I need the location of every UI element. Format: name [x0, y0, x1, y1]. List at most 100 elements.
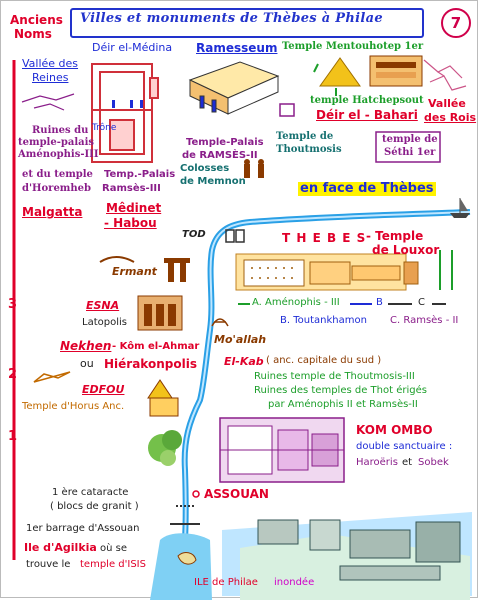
el-kab-note: ( anc. capitale du sud ) [266, 355, 382, 366]
moallah-label: Mo'allah [214, 333, 267, 346]
agilkia-label: Ile d'Agilkia [24, 541, 97, 554]
luxor-dots [251, 267, 293, 279]
vallee-rois-1: Vallée [428, 97, 466, 110]
hierakonpolis-label: Hiérakonpolis [104, 357, 197, 371]
barrage-label: 1er barrage d'Assouan [26, 523, 140, 534]
mentouhotep-label: Temple Mentouhotep 1er [282, 41, 424, 52]
queens-valley-icon [21, 93, 75, 111]
edfou-label: EDFOU [82, 383, 125, 396]
vallee-reines-1: Vallée des [22, 57, 79, 70]
ramesseum-label: Ramesseum [196, 41, 278, 55]
anciens-label: Anciens [10, 13, 63, 27]
vallee-rois-2: des Rois [424, 111, 477, 124]
hatchepsout-label: temple Hatchepsout [310, 95, 424, 106]
valley-lines-icon [423, 59, 467, 91]
philae-label: ILE de Philae [194, 577, 258, 588]
cataracte-2: ( blocs de granit ) [50, 501, 139, 512]
inondee-label: inondée [274, 577, 315, 588]
haroeris-label: Haroëris [356, 457, 398, 468]
page-title: Villes et monuments de Thèbes à Philae [80, 11, 383, 26]
horemheb-2: d'Horemheb [22, 183, 92, 194]
ruines-amenophis-2: temple-palais [18, 137, 95, 148]
trouve-le-label: trouve le [26, 559, 71, 570]
sobek-label: Sobek [418, 457, 449, 468]
temple-isis-label: temple d'ISIS [80, 559, 146, 570]
b-toutankhamon-label: B. Toutankhamon [280, 315, 367, 326]
scale-1: 1 [8, 429, 18, 444]
tod-ruins-icon [225, 229, 245, 243]
figures-icon [112, 100, 143, 108]
medinet-habou-1: Mêdinet [106, 201, 162, 215]
el-kab-label: El-Kab [224, 355, 264, 368]
vallee-reines-2: Reines [32, 71, 69, 84]
ruines-amenophis-3: Aménophis-III [18, 149, 99, 160]
boat-icon [450, 198, 470, 218]
kom-ombo-label: KOM OMBO [356, 423, 433, 437]
kom-ahmar-label: - Kôm el-Ahmar [112, 341, 200, 352]
deir-el-bahari-icon [313, 55, 423, 96]
a-amenophis-label: A. Aménophis - III [252, 297, 340, 308]
deir-bahari-label: Déir el - Bahari [316, 108, 418, 122]
temple-palais-r2-1: Temple-Palais [186, 137, 264, 148]
philae-temple-icon [222, 512, 472, 600]
temple-luxor-2: de Louxor [372, 243, 440, 257]
ruines-thot-2: par Aménophis II et Ramsès-II [268, 399, 418, 410]
double-sanct-label: double sanctuaire : [356, 441, 453, 452]
noms-label: Noms [14, 27, 52, 41]
colosses-1: Colosses [180, 163, 230, 174]
page-number: 7 [441, 8, 471, 38]
ruines-thoutmosis-label: Ruines temple de Thoutmosis-III [254, 371, 415, 382]
ou-se-label: où se [100, 543, 127, 554]
lake-area [150, 533, 212, 600]
et-label: et [402, 457, 413, 468]
sethi-box [375, 131, 441, 163]
thoutmosis-2: Thoutmosis [276, 144, 342, 155]
cataracte-1: 1 ère cataracte [52, 487, 129, 498]
ramesseum-icon [188, 61, 280, 115]
c-marker: C [418, 297, 425, 308]
assouan-marker [192, 490, 200, 498]
agilkia-island [177, 552, 197, 565]
title-box [70, 8, 424, 38]
nekhen-label: Nekhen [60, 339, 112, 353]
temp-palais-r3-2: Ramsès-III [102, 183, 161, 194]
luxor-temple-plan-icon [235, 250, 453, 291]
malgatta-label: Malgatta [22, 205, 83, 219]
latopolis-label: Latopolis [82, 317, 127, 328]
thebes-label: T H E B E S [282, 231, 367, 245]
sethi-2: Séthi 1er [384, 147, 436, 158]
esna-label: ESNA [86, 299, 120, 312]
colosses-2: de Memnon [180, 176, 246, 187]
esna-temple-icon [137, 295, 183, 331]
sethi-1: temple de [382, 134, 438, 145]
en-face-label: en face de Thèbes [298, 181, 436, 196]
temp-palais-r3-1: Temp.-Palais [104, 169, 176, 180]
kom-ombo-plan-icon [219, 417, 345, 483]
medinet-habou-2: - Habou [104, 216, 157, 230]
ermant-ruins-icon [99, 256, 190, 282]
thoutmosis-1: Temple de [276, 131, 334, 142]
deir-medina-label: Déir el-Médina [92, 41, 173, 54]
edfou-temple-icon [33, 371, 179, 417]
trone-label: Trône [92, 123, 117, 133]
c-ramses-label: C. Ramsès - II [390, 315, 459, 326]
ermant-label: Ermant [112, 265, 157, 278]
horemheb-1: et du temple [22, 169, 93, 180]
scale-3: 3 [8, 297, 18, 312]
medinet-habou-plan-icon [91, 63, 159, 163]
temple-palais-r2-2: de RAMSÈS-II [182, 150, 258, 161]
moallah-hills-icon [211, 318, 229, 327]
colossi-icon [244, 159, 264, 178]
b-marker: B [376, 297, 383, 308]
tod-label: TOD [182, 229, 206, 240]
thoutmosis-plan-icon [279, 103, 295, 117]
temple-luxor-1: - Temple [366, 229, 424, 243]
kom-ombo-green-icon [148, 430, 182, 466]
ruines-thot-1: Ruines des temples de Thot érigés [254, 385, 427, 396]
assouan-label: ASSOUAN [204, 487, 269, 501]
ou-label: ou [80, 357, 94, 370]
scale-2: 2 [8, 367, 18, 382]
ruines-amenophis-1: Ruines du [32, 125, 89, 136]
